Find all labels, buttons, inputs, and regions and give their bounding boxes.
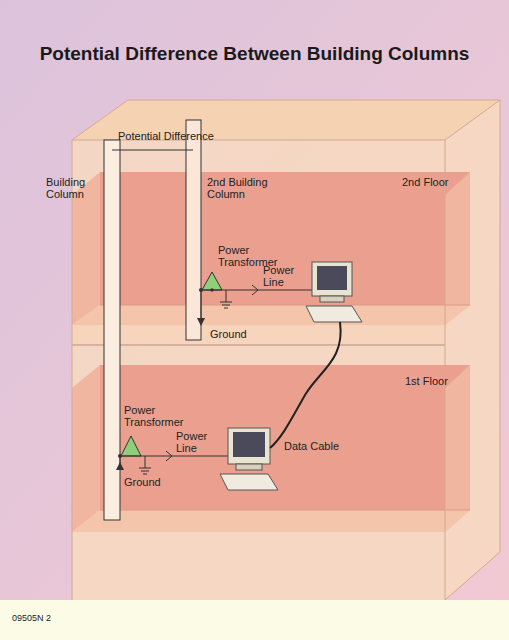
- transformer-symbol: [202, 272, 222, 290]
- power-line: [260, 290, 312, 291]
- line-label: Power Line: [176, 430, 216, 454]
- floor-slab: [72, 325, 445, 345]
- background: [0, 0, 509, 600]
- column-label: 2nd Building Column: [207, 176, 271, 200]
- building-box: [72, 100, 500, 600]
- computer-icon: [220, 428, 278, 490]
- title: Potential Difference Between Building Co…: [0, 43, 509, 65]
- ground-arrow: [197, 318, 205, 326]
- first-floor-side: [72, 365, 100, 532]
- footer-strip: [0, 600, 509, 640]
- transformer-label: Power Transformer: [124, 404, 196, 428]
- second-floor-room: [100, 172, 470, 305]
- line-label: Power Line: [263, 264, 303, 288]
- ground-arrow: [116, 462, 124, 470]
- potential-line: [112, 150, 193, 151]
- building-column: [186, 120, 201, 340]
- first-floor-side: [445, 365, 470, 532]
- floor-label: 2nd Floor: [402, 176, 448, 188]
- ground-label: Ground: [124, 476, 161, 488]
- column-label: Potential Difference: [118, 130, 214, 142]
- second-floor-plane: [72, 305, 470, 325]
- ground-label: Ground: [210, 328, 247, 340]
- second-floor-side: [445, 172, 470, 325]
- figure-code: 09505N 2: [12, 612, 51, 624]
- building-column: [104, 140, 120, 520]
- data-cable: [270, 322, 341, 448]
- column-label: Building Column: [46, 176, 98, 200]
- first-floor-plane: [72, 510, 470, 532]
- transformer-symbol: [121, 436, 141, 456]
- cable-label: Data Cable: [284, 440, 339, 452]
- first-floor-room: [100, 365, 470, 510]
- floor-label: 1st Floor: [405, 375, 448, 387]
- computer-icon: [306, 262, 362, 322]
